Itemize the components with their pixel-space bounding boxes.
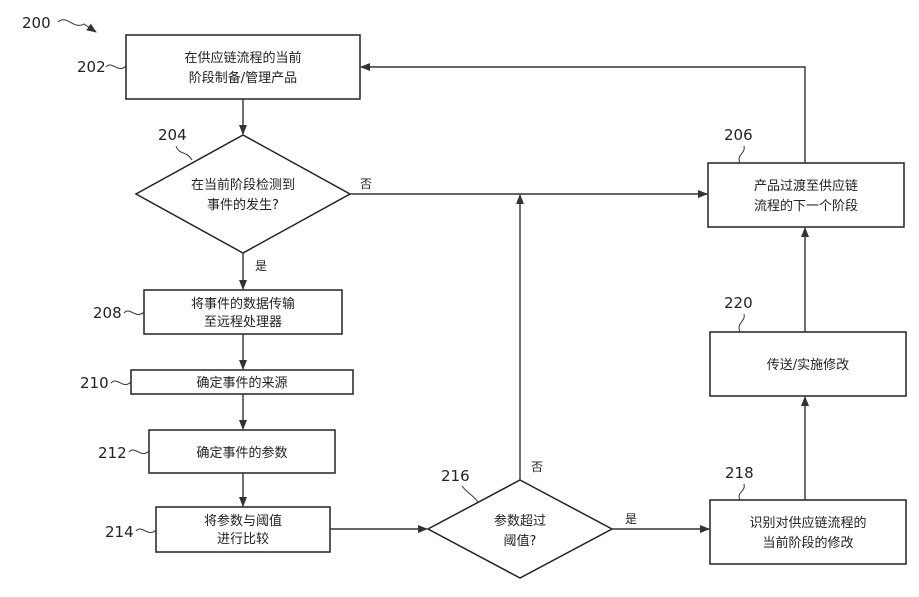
arrow-206-to-202 (361, 67, 805, 163)
decision-216-line2: 阈值? (504, 533, 537, 549)
step-214-line2: 进行比较 (217, 532, 269, 547)
step-206-ref: 206 (724, 126, 753, 144)
decision-204: 在当前阶段检测到 事件的发生? 204 (136, 126, 350, 253)
step-202-ref: 202 (77, 58, 106, 76)
step-202-line1: 在供应链流程的当前 (184, 50, 301, 66)
decision-204-line1: 在当前阶段检测到 (191, 177, 295, 193)
step-210-ref: 210 (80, 374, 109, 392)
step-220-leader (739, 314, 744, 332)
step-202: 在供应链流程的当前 阶段制备/管理产品 202 (77, 35, 360, 99)
step-220: 传送/实施修改 220 (710, 294, 906, 396)
step-202-leader (106, 65, 126, 69)
step-206-box (708, 163, 904, 227)
decision-204-ref: 204 (158, 126, 187, 144)
decision-204-no-label: 否 (360, 177, 372, 191)
step-212-line1: 确定事件的参数 (196, 445, 287, 461)
step-206-leader (739, 146, 744, 163)
decision-216-diamond (428, 480, 612, 578)
step-220-line1: 传送/实施修改 (767, 358, 849, 373)
decision-216-ref: 216 (441, 467, 470, 485)
step-218-leader (739, 484, 744, 500)
decision-204-diamond (136, 135, 350, 253)
step-212-leader (129, 450, 149, 454)
step-202-line2: 阶段制备/管理产品 (189, 70, 297, 86)
step-208-ref: 208 (93, 304, 122, 322)
figure-ref-arrow (58, 20, 96, 32)
step-214-line1: 将参数与阈值 (204, 513, 282, 529)
step-218-box (710, 500, 906, 564)
step-206-line2: 流程的下一个阶段 (754, 198, 858, 214)
decision-216-no-label: 否 (531, 460, 543, 474)
step-214: 将参数与阈值 进行比较 214 (105, 507, 330, 552)
figure-ref-label: 200 (22, 14, 51, 32)
step-214-leader (136, 529, 156, 533)
step-208-leader (124, 311, 144, 315)
decision-216-leader (462, 486, 478, 502)
step-208: 将事件的数据传输 至远程处理器 208 (93, 290, 342, 334)
step-218-ref: 218 (725, 464, 754, 482)
decision-216: 参数超过 阈值? 216 (428, 467, 612, 578)
step-220-ref: 220 (724, 294, 753, 312)
step-210-line1: 确定事件的来源 (196, 375, 287, 391)
step-218-line2: 当前阶段的修改 (762, 535, 853, 551)
decision-204-leader (176, 146, 192, 160)
decision-204-yes-label: 是 (255, 259, 267, 273)
decision-216-line1: 参数超过 (494, 513, 546, 529)
step-214-ref: 214 (105, 523, 134, 541)
step-206: 产品过渡至供应链 流程的下一个阶段 206 (708, 126, 904, 227)
decision-204-line2: 事件的发生? (207, 197, 279, 213)
step-208-line1: 将事件的数据传输 (191, 296, 295, 312)
step-212-ref: 212 (98, 444, 127, 462)
step-210-leader (111, 381, 131, 385)
step-218-line1: 识别对供应链流程的 (749, 515, 866, 531)
step-218: 识别对供应链流程的 当前阶段的修改 218 (710, 464, 906, 564)
step-208-line2: 至远程处理器 (204, 315, 282, 330)
step-210: 确定事件的来源 210 (80, 370, 353, 394)
decision-216-yes-label: 是 (625, 512, 637, 526)
step-206-line1: 产品过渡至供应链 (754, 178, 858, 194)
step-202-box (126, 35, 360, 99)
step-212: 确定事件的参数 212 (98, 430, 335, 473)
